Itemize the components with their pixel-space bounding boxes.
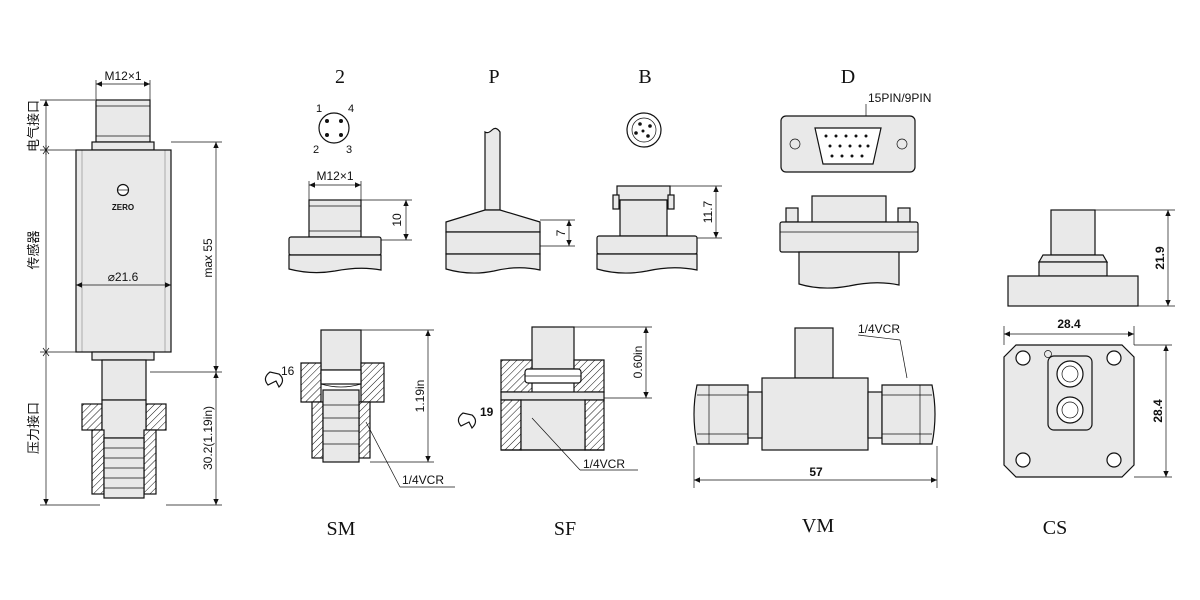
connector-2: 2 1 4 2 3 M12×1 10 bbox=[288, 66, 412, 274]
fitting-cs: 21.9 28.4 28.4 CS bbox=[1003, 209, 1175, 539]
pin-label: 1 bbox=[316, 103, 322, 115]
sf-wrench-size: 19 bbox=[480, 405, 494, 419]
sensor-body bbox=[75, 149, 172, 353]
sf-vcr: 1/4VCR bbox=[583, 457, 625, 471]
connector-d: D 15PIN/9PIN bbox=[779, 66, 931, 289]
zero-label: ZERO bbox=[112, 203, 134, 212]
connector-d-pins: 15PIN/9PIN bbox=[868, 91, 931, 105]
fitting-sf: 19 0.60in 1/4VCR SF bbox=[457, 326, 652, 540]
bottom-length-label: 30.2(1.19in) bbox=[201, 406, 215, 470]
connector-2-thread: M12×1 bbox=[316, 169, 353, 183]
sf-length: 0.60in bbox=[631, 346, 645, 379]
diameter-label: ⌀21.6 bbox=[108, 270, 139, 284]
connector-p: P 7 bbox=[445, 66, 575, 274]
sm-vcr: 1/4VCR bbox=[402, 473, 444, 487]
fitting-vm: 1/4VCR 57 VM bbox=[693, 322, 938, 537]
zone-bracket bbox=[40, 99, 100, 506]
pin-label: 2 bbox=[313, 144, 319, 156]
fitting-sm: 16 1.19in 1/4VCR SM bbox=[264, 329, 455, 540]
connector-b-height: 11.7 bbox=[701, 200, 715, 223]
wrench-icon bbox=[457, 412, 477, 430]
vm-length: 57 bbox=[809, 465, 823, 479]
sm-length: 1.19in bbox=[413, 380, 427, 413]
thread-top-label: M12×1 bbox=[104, 69, 141, 83]
zone-label-pressure: 压力接口 bbox=[26, 402, 41, 454]
connector-2-height: 10 bbox=[390, 213, 404, 227]
wrench-icon bbox=[264, 371, 284, 389]
zone-label-electrical: 电气接口 bbox=[26, 100, 41, 152]
connector-b: B 11.7 bbox=[596, 66, 722, 274]
sm-wrench-size: 16 bbox=[281, 364, 295, 378]
fitting-sm-title: SM bbox=[327, 518, 356, 540]
connector-p-title: P bbox=[488, 66, 499, 88]
pin-label: 3 bbox=[346, 144, 352, 156]
connector-b-title: B bbox=[638, 66, 651, 88]
cs-width: 28.4 bbox=[1057, 317, 1081, 331]
connector-p-height: 7 bbox=[554, 229, 568, 236]
connector-d-pin-grid bbox=[824, 134, 870, 158]
cs-depth: 28.4 bbox=[1151, 399, 1165, 423]
fitting-sf-title: SF bbox=[554, 518, 576, 540]
max-length-label: max 55 bbox=[201, 238, 215, 278]
fitting-cs-title: CS bbox=[1043, 517, 1067, 539]
connector-2-title: 2 bbox=[335, 66, 345, 88]
cs-height: 21.9 bbox=[1153, 246, 1167, 270]
pin-label: 4 bbox=[348, 103, 354, 115]
main-sensor: 电气接口 传感器 压力接口 M12×1 ZERO ⌀21.6 bbox=[26, 69, 222, 506]
fitting-vm-title: VM bbox=[802, 515, 834, 537]
connector-d-title: D bbox=[841, 66, 855, 88]
zone-label-sensor: 传感器 bbox=[26, 230, 41, 269]
vm-vcr: 1/4VCR bbox=[858, 322, 900, 336]
